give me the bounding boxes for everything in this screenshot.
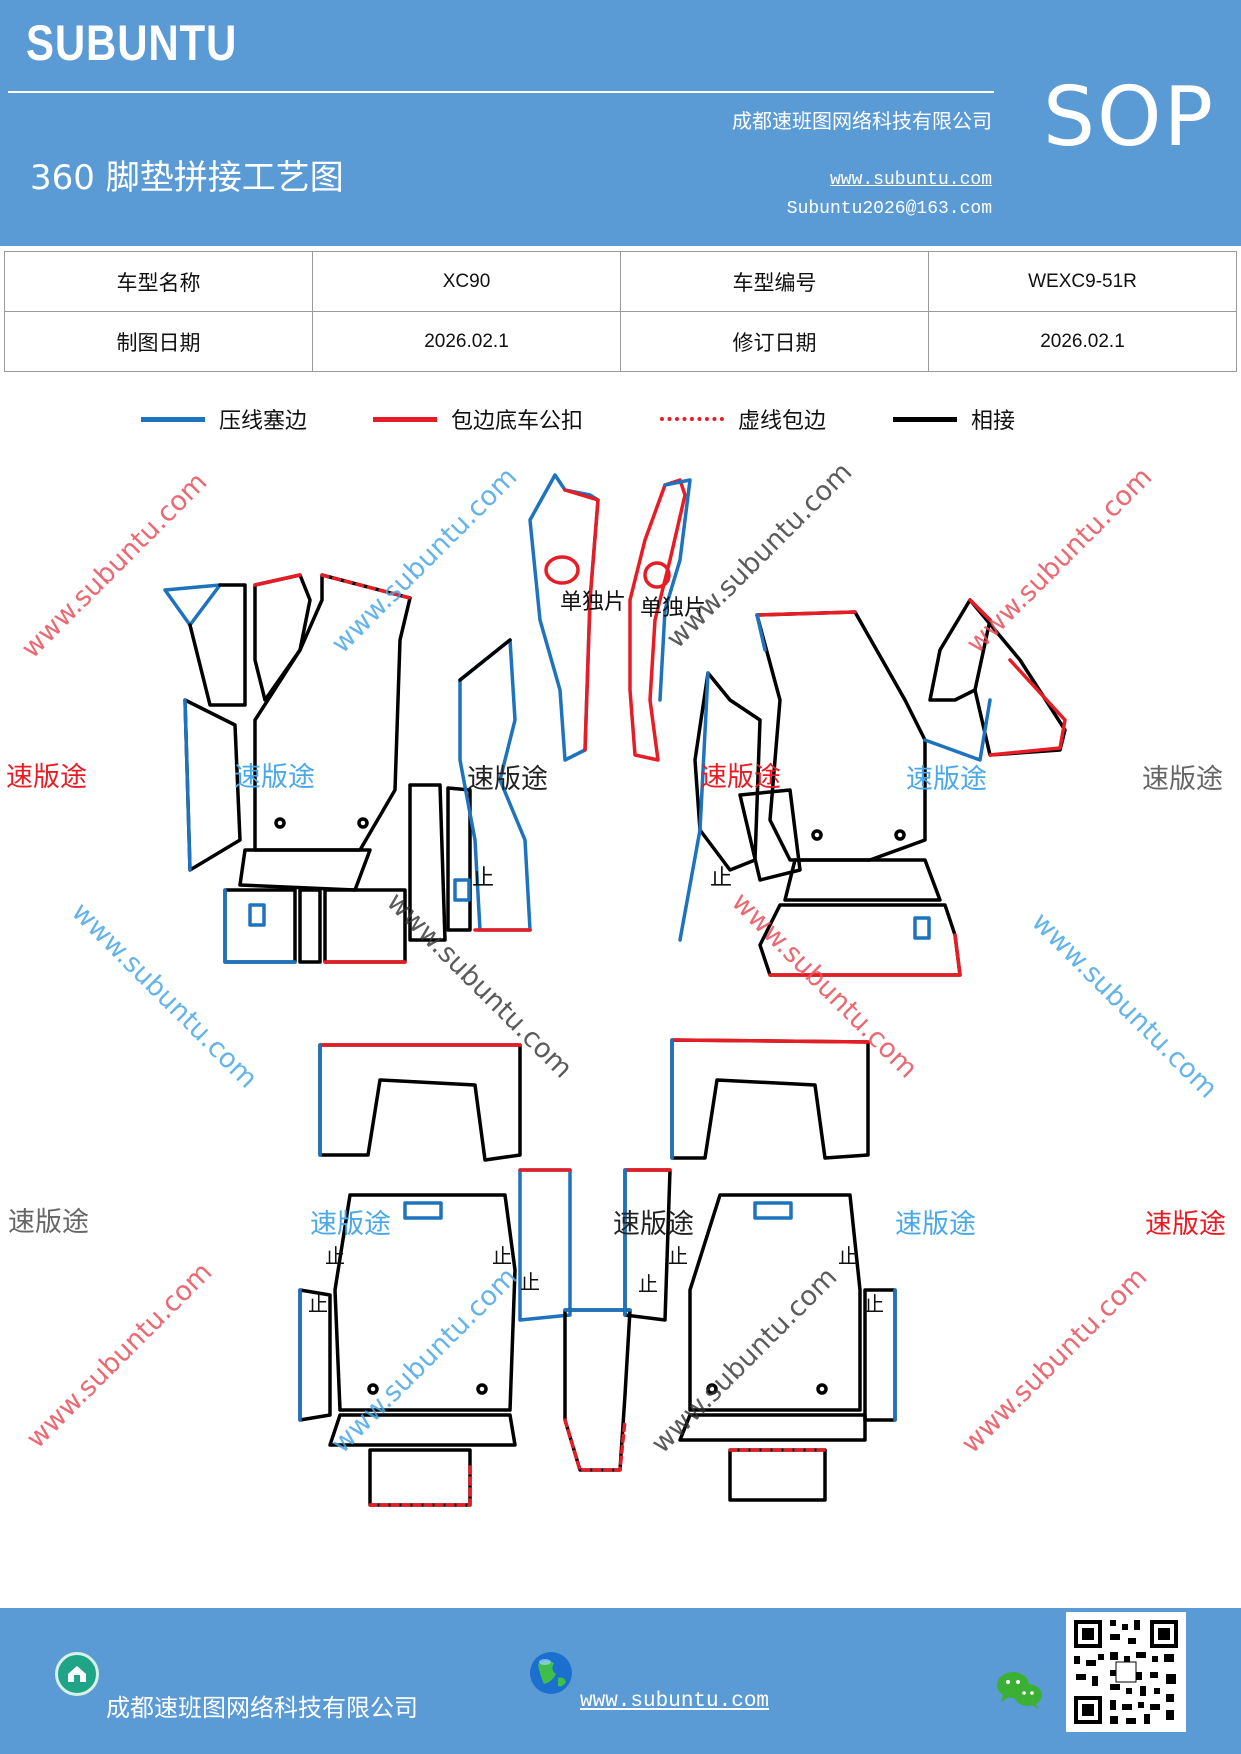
header-banner: SUBUNTU 成都速班图网络科技有限公司 www.subuntu.com Su… <box>0 0 1241 246</box>
single-piece-label-right: 单独片 <box>640 596 707 621</box>
watermark-brand: 速版途 <box>234 762 315 793</box>
legend-swatch-red <box>373 416 437 422</box>
floor-mat-diagram: 单独片 单独片 止 止 止 止 止 止 止 止 止 止 速版途 速版途 速版途 … <box>0 440 1241 1600</box>
legend-swatch-blue <box>141 416 205 422</box>
watermark-brand: 速版途 <box>895 1209 976 1240</box>
table-row: 车型名称 XC90 车型编号 WEXC9-51R <box>4 251 1237 312</box>
legend-label: 包边底车公扣 <box>451 409 584 434</box>
watermark-brand: 速版途 <box>1145 1209 1226 1240</box>
rear-right-mat <box>623 1038 897 1502</box>
legend-swatch-black <box>893 416 957 422</box>
wechat-icon[interactable] <box>995 1668 1045 1712</box>
model-name-label: 车型名称 <box>4 251 313 312</box>
single-piece-right <box>628 478 692 762</box>
legend-black: 相接 <box>893 404 1015 434</box>
front-right-mat <box>678 598 1067 977</box>
watermark-brand: 速版途 <box>6 762 87 793</box>
stop-mark: 止 <box>520 1270 540 1294</box>
watermark-brand: 速版途 <box>1142 764 1223 795</box>
home-icon-glyph <box>68 1666 86 1682</box>
watermark-brand: 速版途 <box>700 762 781 793</box>
watermark-brand: 速版途 <box>310 1209 391 1240</box>
center-tunnel-mat <box>563 1308 632 1472</box>
vehicle-info-table: 车型名称 XC90 车型编号 WEXC9-51R 制图日期 2026.02.1 … <box>4 251 1237 372</box>
watermark-brand: 速版途 <box>467 764 548 795</box>
watermark-brand: 速版途 <box>906 764 987 795</box>
single-piece-left <box>528 473 600 762</box>
watermark-brand: 速版途 <box>8 1207 89 1238</box>
legend-red: 包边底车公扣 <box>373 404 583 434</box>
stop-mark: 止 <box>492 1244 512 1268</box>
sop-badge: SOP <box>1043 70 1216 165</box>
header-email: Subuntu2026@163.com <box>786 199 992 219</box>
legend-blue: 压线塞边 <box>141 404 307 434</box>
stop-mark: 止 <box>838 1244 858 1268</box>
stop-mark: 止 <box>638 1272 658 1296</box>
globe-icon <box>530 1652 572 1694</box>
home-icon <box>55 1652 99 1696</box>
qr-code-graphic <box>1066 1612 1186 1732</box>
stop-mark: 止 <box>668 1244 688 1268</box>
mat-pattern-drawing <box>163 473 1067 1507</box>
revise-date-value: 2026.02.1 <box>928 311 1237 372</box>
footer-banner: 成都速班图网络科技有限公司 www.subuntu.com <box>0 1608 1241 1754</box>
header-divider <box>8 91 994 93</box>
header-website-link[interactable]: www.subuntu.com <box>829 170 992 190</box>
model-code-label: 车型编号 <box>620 251 929 312</box>
draw-date-value: 2026.02.1 <box>312 311 621 372</box>
stop-mark: 止 <box>325 1244 345 1268</box>
logo: SUBUNTU <box>26 15 238 71</box>
legend-red-dashed: 虚线包边 <box>660 404 826 434</box>
document-title: 360 脚垫拼接工艺图 <box>30 158 344 198</box>
stop-mark: 止 <box>864 1292 884 1316</box>
watermark-brand: 速版途 <box>613 1209 694 1240</box>
model-code-value: WEXC9-51R <box>928 251 1237 312</box>
header-company: 成都速班图网络科技有限公司 <box>732 109 992 133</box>
model-name-value: XC90 <box>312 251 621 312</box>
legend-label: 相接 <box>971 409 1016 434</box>
stop-mark: 止 <box>472 866 495 891</box>
draw-date-label: 制图日期 <box>4 311 313 372</box>
front-left-mat <box>163 573 532 964</box>
stop-mark: 止 <box>710 866 733 891</box>
footer-company: 成都速班图网络科技有限公司 <box>106 1694 418 1722</box>
revise-date-label: 修订日期 <box>620 311 929 372</box>
legend-swatch-dashed <box>660 417 724 421</box>
stop-mark: 止 <box>308 1292 328 1316</box>
legend-label: 虚线包边 <box>738 409 827 434</box>
footer-website-link[interactable]: www.subuntu.com <box>580 1690 770 1713</box>
single-piece-label-left: 单独片 <box>560 590 627 615</box>
rear-left-mat <box>298 1043 572 1507</box>
qr-code <box>1066 1612 1186 1732</box>
legend-label: 压线塞边 <box>219 409 308 434</box>
table-row: 制图日期 2026.02.1 修订日期 2026.02.1 <box>4 311 1237 372</box>
